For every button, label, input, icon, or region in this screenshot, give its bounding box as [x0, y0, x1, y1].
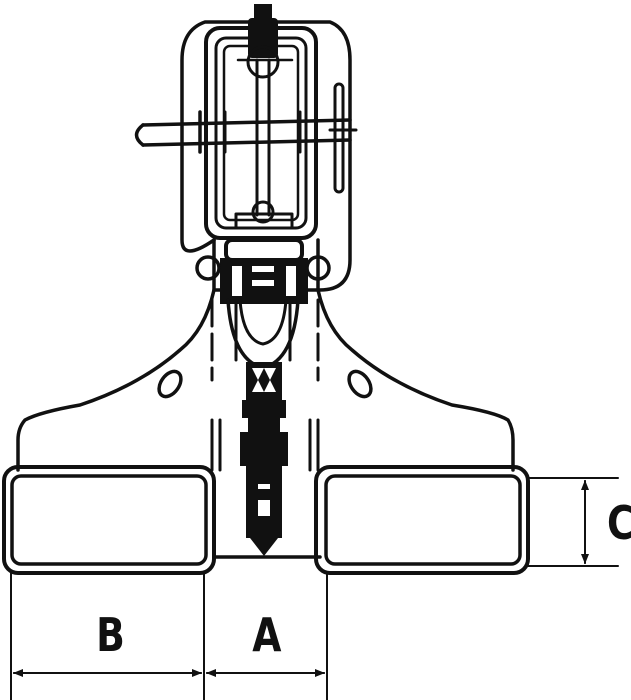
lock-lever — [328, 82, 358, 194]
left-tine — [2, 465, 216, 575]
dimension-lines — [10, 477, 619, 700]
shackle-frame — [204, 4, 318, 240]
left-hole — [157, 369, 183, 399]
right-tine — [314, 465, 530, 575]
dimension-label-a: A — [252, 608, 282, 662]
handle-bar — [134, 110, 352, 154]
center-mechanism — [195, 238, 331, 556]
dimension-label-b: B — [96, 608, 125, 662]
right-hole — [347, 369, 373, 399]
body-outline — [16, 20, 515, 472]
dimension-label-c: C — [607, 500, 631, 546]
